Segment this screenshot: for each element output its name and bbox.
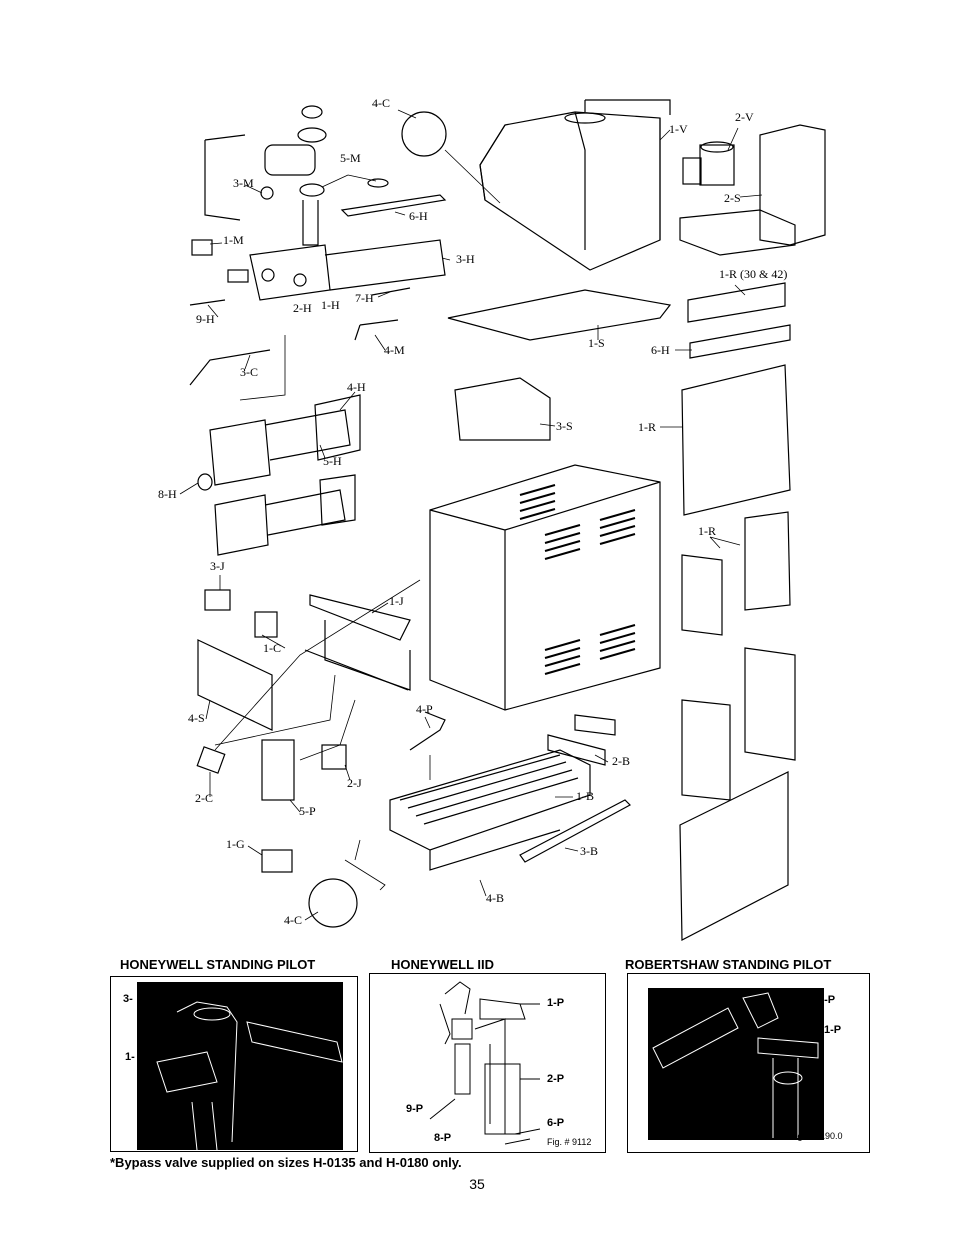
honeywell-iid-panel: 1-P 2-P 9-P 6-P 8-P Fig. # 9112 <box>369 973 606 1153</box>
callout-1G: 1-G <box>226 837 245 851</box>
hw-standing-label-b: 1- <box>125 1051 135 1063</box>
callout-6H-right: 6-H <box>651 343 670 357</box>
callout-1H: 1-H <box>321 298 340 312</box>
callout-5M: 5-M <box>340 151 361 165</box>
callout-6H-top: 6-H <box>409 209 428 223</box>
callout-1B: 1-B <box>576 789 594 803</box>
callout-4C-top: 4-C <box>372 96 390 110</box>
robertshaw-label-1P: 1-P <box>824 1024 842 1036</box>
callout-1R-b: 1-R <box>698 524 716 538</box>
heat-exchanger-header <box>209 239 446 556</box>
gas-valve-1G <box>261 849 293 873</box>
panel-1R-small <box>687 282 786 323</box>
iid-fig-number: Fig. # 9112 <box>547 1137 592 1147</box>
callout-1R-a: 1-R <box>638 420 656 434</box>
callout-4P: 4-P <box>416 702 433 716</box>
hw-standing-label-a: 3- <box>123 993 133 1005</box>
callout-5P: 5-P <box>299 804 316 818</box>
top-plate-1S <box>447 289 672 341</box>
callout-4S: 4-S <box>188 711 205 725</box>
callout-2S: 2-S <box>724 191 741 205</box>
callout-3H: 3-H <box>456 252 475 266</box>
robertshaw-label-3P: 3-P <box>818 994 836 1006</box>
callout-3C: 3-C <box>240 365 258 379</box>
pilot-photo <box>137 982 343 1151</box>
panel-1R-tall <box>681 364 791 516</box>
panel-front <box>679 771 789 941</box>
robertshaw-fig-number: Fig. # 9190.0 <box>790 1131 843 1141</box>
callout-8H: 8-H <box>158 487 177 501</box>
bypass-valve-footnote: *Bypass valve supplied on sizes H-0135 a… <box>110 1155 462 1170</box>
panel-1R-side-b <box>681 554 723 636</box>
iid-label-9P: 9-P <box>406 1103 424 1115</box>
draft-diverter-2V <box>679 124 826 256</box>
detail-4C-top <box>401 111 447 157</box>
callout-3J: 3-J <box>210 559 225 573</box>
detail-4C-bottom <box>308 878 358 928</box>
callout-4M: 4-M <box>384 343 405 357</box>
callout-3S: 3-S <box>556 419 573 433</box>
exploded-parts-diagram <box>179 99 826 941</box>
callout-1V: 1-V <box>669 122 688 136</box>
callout-2V: 2-V <box>735 110 754 124</box>
callout-1R-30-42: 1-R (30 & 42) <box>719 267 788 281</box>
panel-side-c <box>744 647 796 761</box>
callout-9H: 9-H <box>196 312 215 326</box>
baffle-6H-right <box>689 324 791 359</box>
callout-2J: 2-J <box>347 776 362 790</box>
panel-side-d <box>681 699 731 801</box>
pilot-4P <box>409 711 446 751</box>
callout-3B: 3-B <box>580 844 598 858</box>
baffle-6H <box>340 194 447 217</box>
callout-4H: 4-H <box>347 380 366 394</box>
robertshaw-photo <box>648 988 824 1140</box>
page-number: 35 <box>469 1176 485 1192</box>
callout-4C-bottom: 4-C <box>284 913 302 927</box>
jacket-body <box>429 464 661 711</box>
iid-label-2P: 2-P <box>547 1073 565 1085</box>
callout-4B: 4-B <box>486 891 504 905</box>
iid-label-8P: 8-P <box>434 1132 452 1144</box>
callout-7H: 7-H <box>355 291 374 305</box>
callout-1J: 1-J <box>389 594 404 608</box>
lower-left-controls <box>196 589 411 801</box>
iid-label-1P: 1-P <box>547 997 565 1009</box>
panel-1R-side-a <box>744 511 791 611</box>
controls-cluster <box>189 105 411 386</box>
gasket-8H <box>197 473 213 491</box>
callout-1M: 1-M <box>223 233 244 247</box>
iid-label-6P: 6-P <box>547 1117 565 1129</box>
callout-3M: 3-M <box>233 176 254 190</box>
burner-tray-1B <box>389 714 631 871</box>
robertshaw-standing-pilot-title: ROBERTSHAW STANDING PILOT <box>625 957 832 972</box>
callout-2C: 2-C <box>195 791 213 805</box>
leader-lines <box>179 109 763 921</box>
honeywell-standing-pilot-panel: 3- 1- <box>110 976 358 1152</box>
callout-1C: 1-C <box>263 641 281 655</box>
callout-2H: 2-H <box>293 301 312 315</box>
robertshaw-standing-pilot-panel: 3-P 1-P Fig. # 9190.0 <box>627 973 870 1153</box>
callout-2B: 2-B <box>612 754 630 768</box>
callout-1S: 1-S <box>588 336 605 350</box>
honeywell-standing-pilot-title: HONEYWELL STANDING PILOT <box>120 957 316 972</box>
honeywell-iid-title: HONEYWELL IID <box>391 957 495 972</box>
callout-5H: 5-H <box>323 454 342 468</box>
flue-hood-1V <box>479 99 671 271</box>
cover-3S <box>454 377 551 441</box>
